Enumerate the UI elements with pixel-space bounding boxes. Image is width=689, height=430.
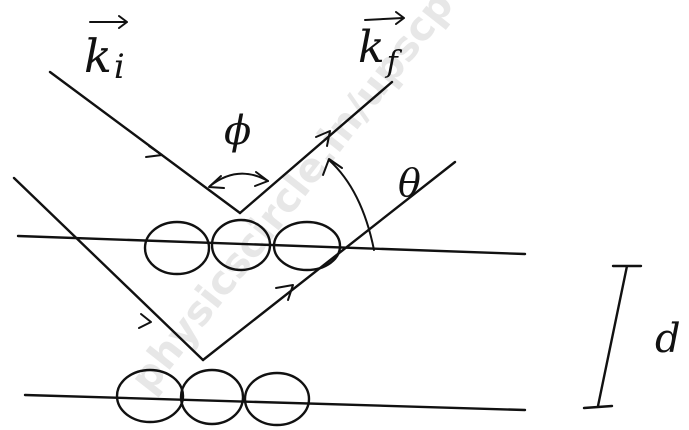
- upper-atomic-plane: [16, 234, 527, 256]
- phi-arrowhead-right: [254, 171, 269, 187]
- incident-ray-upper-arrow: [145, 145, 163, 158]
- watermark-text: physicscircle.in/upscpdf/: [122, 0, 501, 401]
- upper-atom-3: [272, 220, 342, 272]
- incident-wavevector-label: ki: [84, 29, 125, 87]
- incident-ray-lower-arrow: [138, 313, 152, 329]
- incident-ray-upper: [48, 70, 242, 215]
- phi-arrowhead-left: [208, 175, 225, 189]
- spacing-bar: [582, 264, 643, 410]
- lower-atom-2: [179, 368, 245, 426]
- lower-atomic-plane: [23, 393, 527, 412]
- lower-atom-1: [115, 368, 185, 424]
- reflected-ray-lower-arrow: [275, 284, 294, 301]
- theta-arrowhead: [322, 158, 343, 176]
- lower-atom-3: [243, 371, 311, 427]
- k-final-vector-arrow: [364, 11, 405, 25]
- reflected-ray-upper: [238, 80, 394, 215]
- k-incident-vector-arrow: [89, 15, 128, 29]
- theta-label: θ: [398, 161, 421, 205]
- upper-atom-2: [210, 218, 272, 272]
- reflected-ray-lower: [201, 160, 457, 362]
- upper-atom-1: [143, 220, 211, 276]
- spacing-label: d: [655, 316, 681, 362]
- theta-angle-arc: [328, 159, 375, 251]
- incident-ray-lower: [12, 176, 205, 362]
- phi-label: ϕ: [224, 108, 251, 154]
- reflected-ray-upper-arrow: [315, 130, 331, 147]
